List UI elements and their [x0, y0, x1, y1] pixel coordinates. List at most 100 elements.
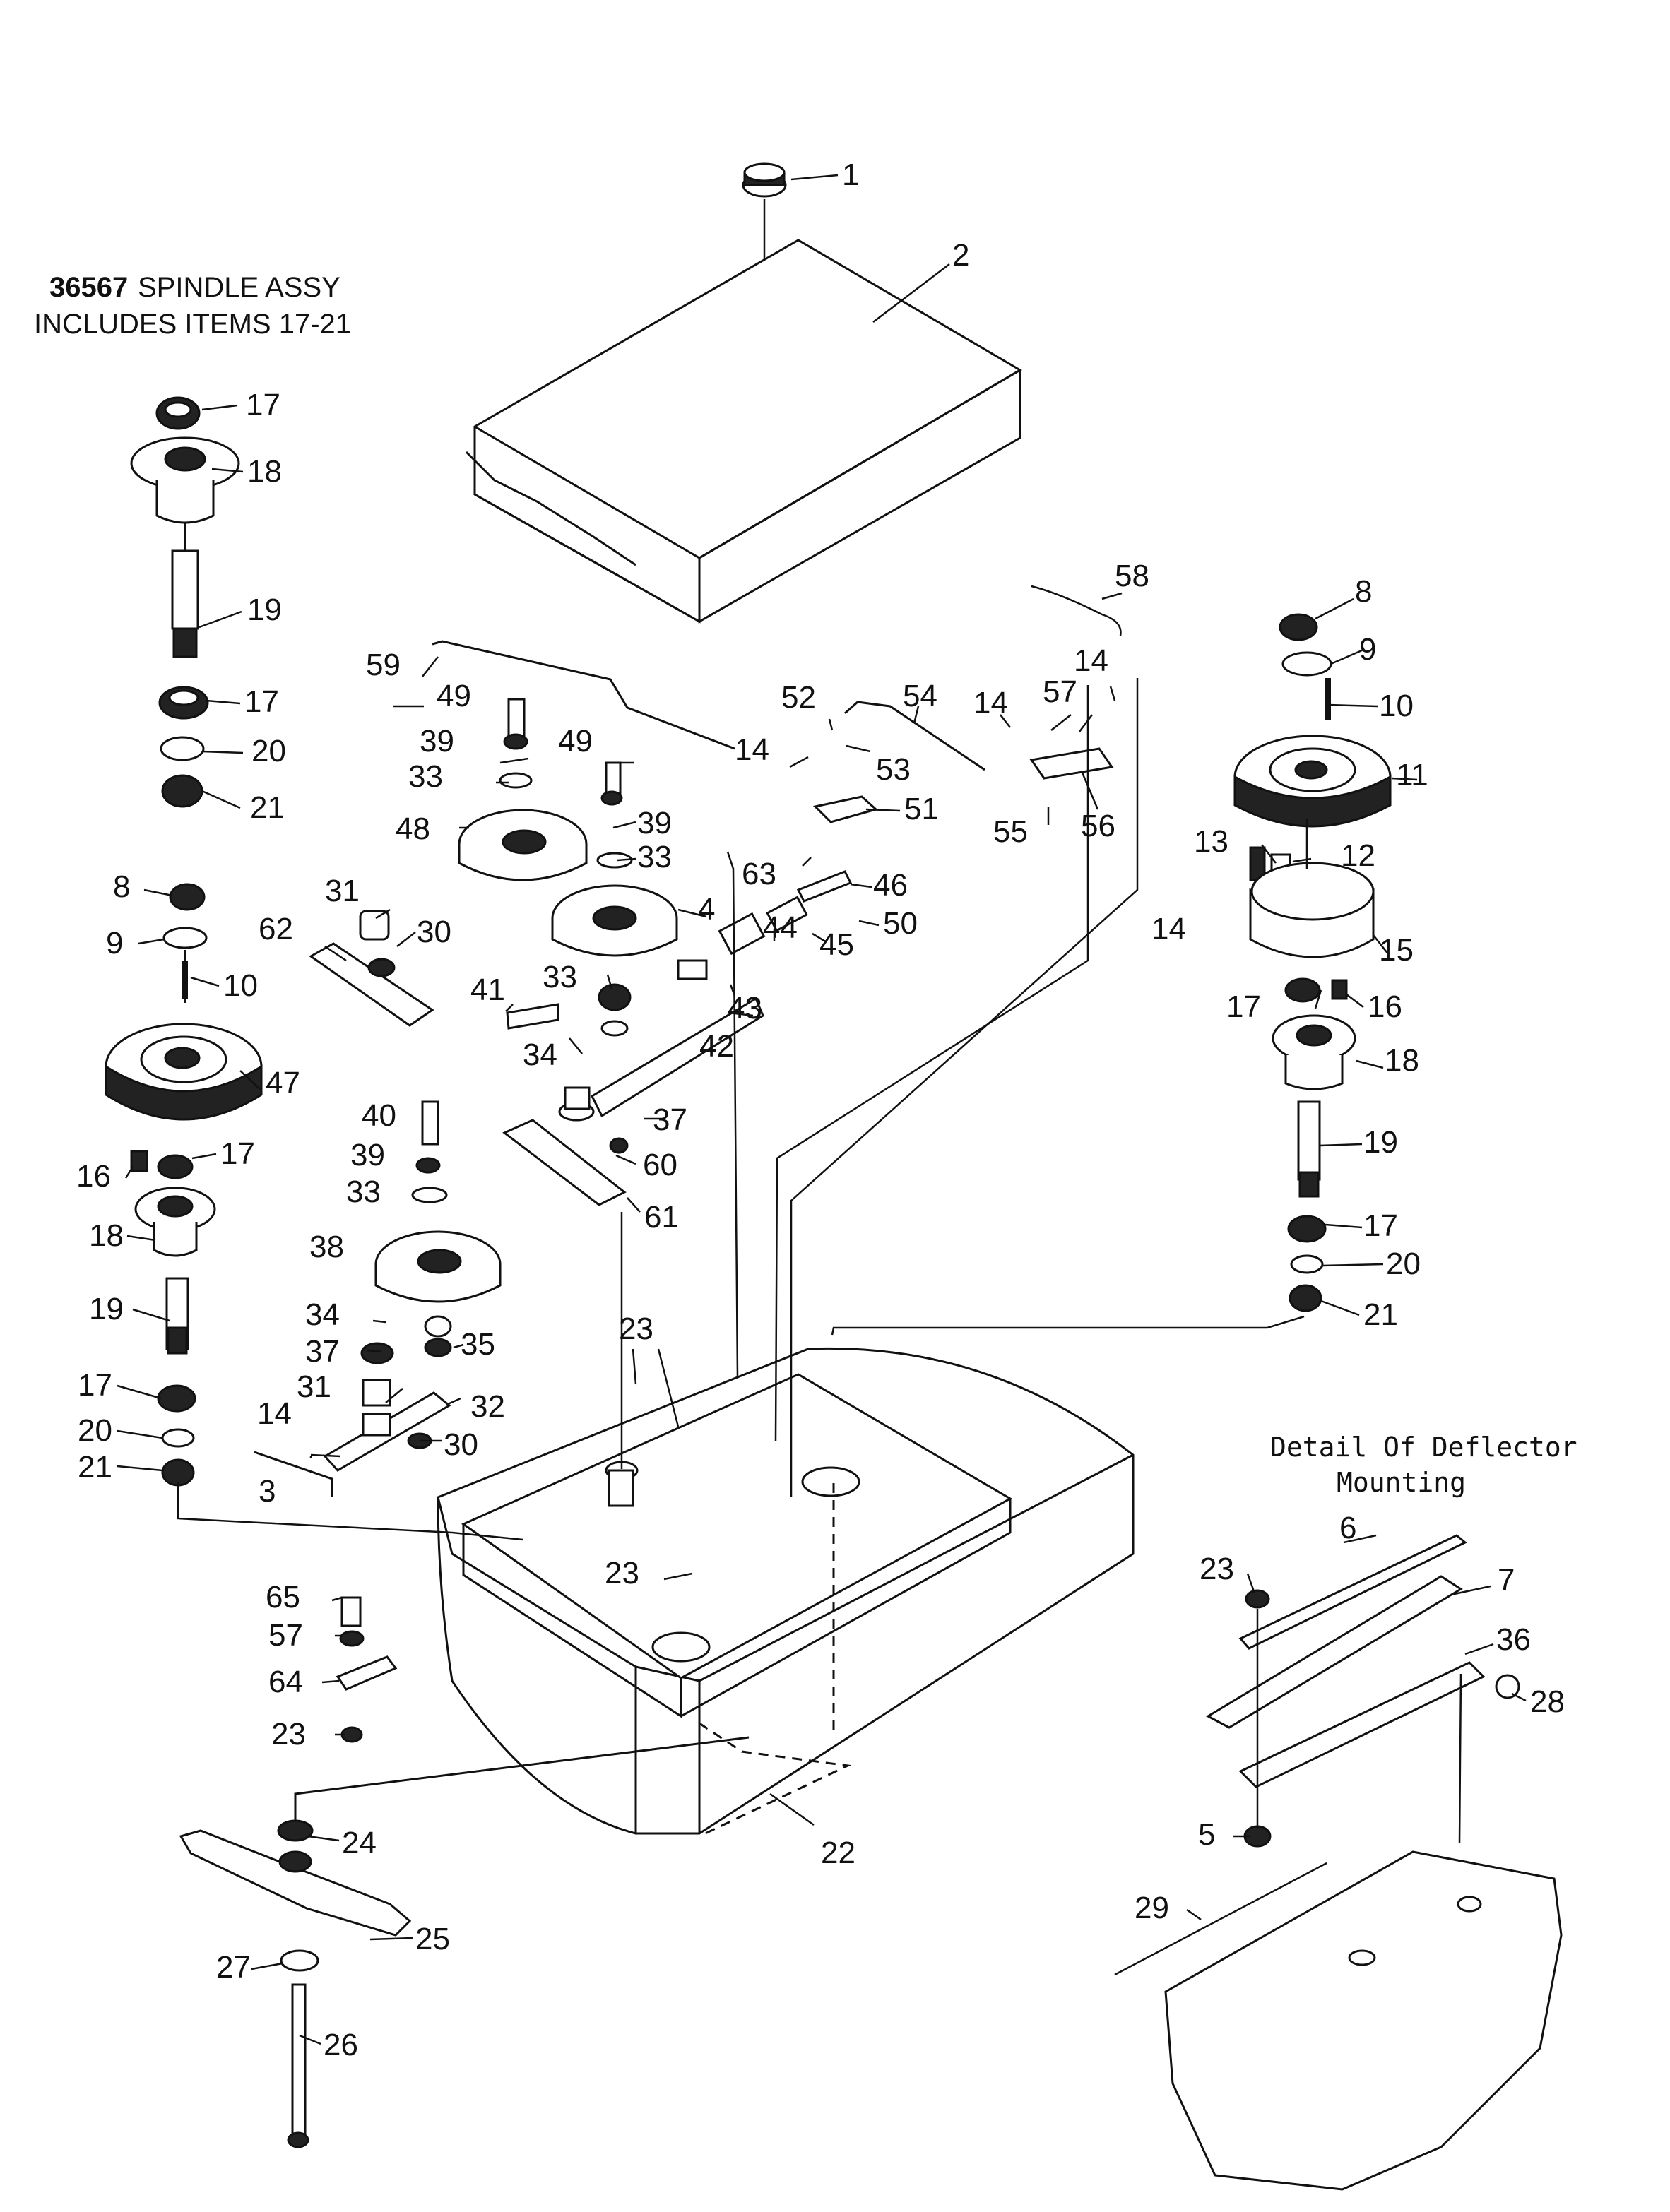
pulley-4 [551, 761, 678, 1037]
callout-39: 39 [637, 806, 672, 840]
callout-16: 16 [76, 1159, 111, 1194]
callout-9: 9 [1359, 632, 1376, 667]
callout-50: 50 [883, 906, 918, 941]
callouts: 1 2 17 18 19 17 20 21 8 9 10 47 16 17 18… [76, 157, 1565, 2062]
detail-subtitle: Mounting [1337, 1467, 1466, 1498]
callout-5: 5 [1198, 1817, 1215, 1852]
callout-43: 43 [728, 991, 762, 1025]
callout-17: 17 [220, 1136, 255, 1171]
callout-63: 63 [742, 857, 776, 891]
callout-30: 30 [417, 915, 451, 949]
bracket-61 [502, 1119, 627, 1206]
callout-41: 41 [470, 973, 505, 1007]
callout-39: 39 [420, 724, 454, 759]
callout-12: 12 [1341, 838, 1375, 873]
callout-22: 22 [821, 1836, 855, 1870]
callout-14: 14 [257, 1396, 292, 1431]
callout-52: 52 [781, 680, 816, 715]
callout-60: 60 [643, 1148, 677, 1182]
callout-15: 15 [1379, 933, 1414, 968]
blade-25 [179, 1819, 412, 2148]
callout-55: 55 [993, 814, 1028, 849]
callout-35: 35 [461, 1327, 495, 1362]
part-1-cap [742, 162, 787, 198]
callout-26: 26 [324, 2028, 358, 2062]
lever-42 [591, 997, 764, 1118]
detail-title: Detail Of Deflector [1270, 1432, 1577, 1463]
callout-19: 19 [89, 1292, 124, 1326]
spring-58 [1031, 585, 1122, 636]
bracket-46 [796, 870, 853, 903]
callout-42: 42 [699, 1029, 734, 1064]
callout-30: 30 [444, 1427, 478, 1462]
callout-21: 21 [1363, 1297, 1398, 1332]
assembly-title: SPINDLE ASSY [138, 272, 340, 303]
callout-19: 19 [247, 593, 282, 627]
callout-29: 29 [1135, 1891, 1169, 1925]
callout-3: 3 [259, 1474, 276, 1509]
deflector-detail [1114, 1534, 1563, 2191]
callout-64: 64 [268, 1665, 303, 1699]
rod-54 [844, 701, 985, 771]
callout-19: 19 [1363, 1125, 1398, 1160]
callout-32: 32 [470, 1389, 505, 1424]
callout-28: 28 [1530, 1684, 1565, 1719]
callout-7: 7 [1498, 1563, 1515, 1598]
bracket-56 [1029, 747, 1114, 780]
callout-14: 14 [735, 732, 769, 767]
callout-33: 33 [408, 759, 443, 794]
bracket-62 [309, 942, 434, 1027]
callout-45: 45 [819, 927, 854, 962]
callout-61: 61 [644, 1200, 679, 1235]
callout-56: 56 [1081, 809, 1115, 843]
callout-17: 17 [1226, 989, 1261, 1024]
callout-17: 17 [246, 388, 280, 422]
callout-6: 6 [1339, 1511, 1356, 1545]
callout-2: 2 [952, 238, 969, 273]
callout-47: 47 [266, 1066, 300, 1100]
callout-13: 13 [1194, 824, 1228, 859]
callout-51: 51 [904, 792, 939, 826]
callout-49: 49 [437, 679, 471, 713]
leader-lines [117, 174, 1527, 2045]
callout-20: 20 [78, 1413, 112, 1448]
callout-21: 21 [78, 1450, 112, 1485]
callout-33: 33 [543, 960, 577, 994]
assembly-number: 36567 [49, 272, 128, 303]
spindle-assy-top-left [130, 396, 240, 808]
spindle-assy-lower-left [105, 883, 263, 1487]
callout-65: 65 [266, 1580, 300, 1615]
callout-9: 9 [106, 926, 123, 961]
callout-4: 4 [698, 892, 715, 927]
callout-57: 57 [268, 1618, 303, 1653]
callout-58: 58 [1115, 559, 1149, 593]
callout-39: 39 [350, 1138, 385, 1172]
callout-20: 20 [251, 734, 286, 768]
callout-1: 1 [842, 157, 859, 192]
callout-17: 17 [78, 1368, 112, 1403]
callout-23: 23 [1200, 1552, 1234, 1586]
callout-14: 14 [1151, 912, 1186, 946]
callout-18: 18 [247, 454, 282, 489]
callout-27: 27 [216, 1950, 251, 1985]
callout-16: 16 [1368, 989, 1402, 1024]
callout-33: 33 [346, 1175, 381, 1209]
callout-14: 14 [973, 686, 1008, 720]
callout-14: 14 [1074, 643, 1108, 678]
assembly-note: INCLUDES ITEMS 17-21 [34, 309, 351, 340]
callout-36: 36 [1496, 1622, 1531, 1657]
callout-11: 11 [1396, 758, 1428, 792]
bracket-64 [336, 1596, 398, 1743]
callout-20: 20 [1386, 1247, 1421, 1281]
bracket-41 [506, 1003, 559, 1030]
rod-59 [432, 640, 735, 750]
deck-22 [437, 1347, 1135, 1838]
callout-17: 17 [1363, 1208, 1398, 1243]
callout-23: 23 [619, 1312, 653, 1346]
callout-34: 34 [523, 1037, 557, 1072]
pulley-38 [374, 1100, 502, 1357]
callout-10: 10 [1379, 689, 1414, 723]
callout-21: 21 [250, 790, 285, 825]
callout-17: 17 [244, 684, 279, 719]
